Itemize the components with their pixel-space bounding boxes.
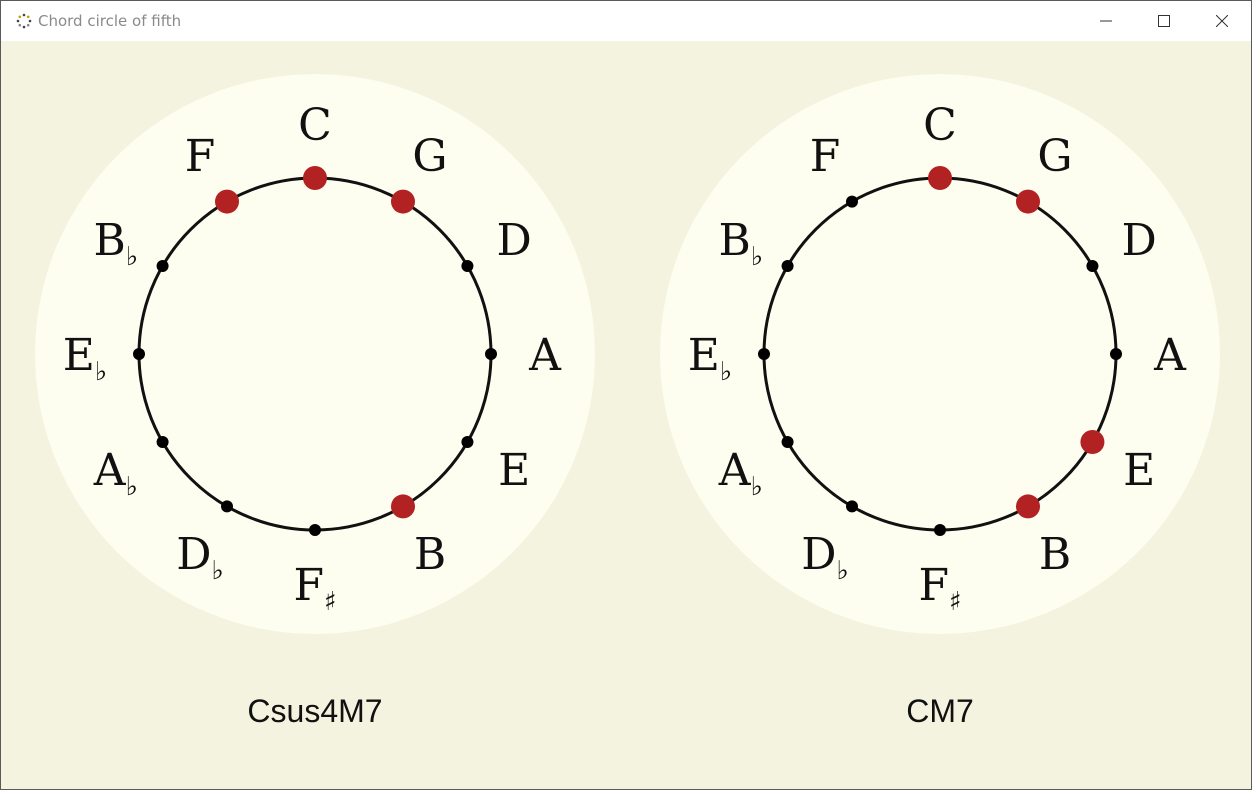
- note-label-d-flat: D♭: [176, 529, 224, 586]
- note-label-d-flat: D♭: [801, 529, 849, 586]
- note-dot-f-active: [215, 189, 239, 214]
- note-label-f-sharp: F♯: [918, 560, 961, 617]
- note-dot-d: [1086, 260, 1099, 272]
- note-dot-b-flat: [156, 260, 169, 272]
- note-label-b-flat: B♭: [719, 215, 764, 272]
- note-label-d: D: [497, 215, 532, 266]
- note-label-f: F: [810, 131, 841, 182]
- note-label-c: C: [298, 100, 332, 151]
- note-label-g: G: [1037, 131, 1072, 182]
- note-label-g: G: [412, 131, 447, 182]
- note-label-a: A: [1153, 330, 1187, 381]
- note-label-b: B: [414, 529, 446, 580]
- app-dots-icon: [16, 13, 32, 29]
- circle-background-disc: [35, 74, 595, 634]
- chord-name-right: CM7: [906, 693, 974, 729]
- note-label-e-flat: E♭: [63, 330, 107, 387]
- note-dot-e-flat: [758, 348, 770, 360]
- close-icon: [1216, 15, 1228, 27]
- note-dot-d-flat: [846, 500, 858, 513]
- note-dot-g-active: [1016, 189, 1040, 214]
- note-dot-a-flat: [156, 436, 169, 448]
- note-dot-c-active: [928, 166, 952, 190]
- window-title: Chord circle of fifth: [38, 12, 182, 30]
- note-dot-e-active: [1080, 430, 1105, 454]
- maximize-button[interactable]: [1135, 1, 1193, 41]
- note-label-e: E: [498, 445, 530, 496]
- note-dot-a: [485, 348, 497, 360]
- note-label-a-flat: A♭: [93, 445, 138, 502]
- note-label-b-flat: B♭: [94, 215, 139, 272]
- note-dot-f-sharp: [934, 524, 946, 536]
- note-dot-c-active: [303, 166, 327, 190]
- circle-background-disc: [660, 74, 1220, 634]
- note-dot-d-flat: [221, 500, 233, 513]
- maximize-icon: [1158, 15, 1170, 27]
- note-dot-b-active: [1016, 494, 1040, 519]
- note-dot-a-flat: [781, 436, 794, 448]
- note-label-f-sharp: F♯: [293, 560, 336, 617]
- note-label-a: A: [528, 330, 562, 381]
- note-dot-e-flat: [133, 348, 145, 360]
- note-label-d: D: [1122, 215, 1157, 266]
- chord-name-left: Csus4M7: [247, 693, 383, 729]
- circle-diagram-left: C GD A E B F♯ D♭ A♭ E♭ B♭ F: [35, 74, 595, 634]
- note-dot-f: [846, 195, 858, 208]
- title-bar[interactable]: Chord circle of fifth: [1, 1, 1251, 41]
- note-dot-b-active: [391, 494, 415, 519]
- note-label-a-flat: A♭: [718, 445, 763, 502]
- note-label-b: B: [1039, 529, 1071, 580]
- note-dot-b-flat: [781, 260, 794, 272]
- close-button[interactable]: [1193, 1, 1251, 41]
- circle-diagram-right: C GD A E B F♯ D♭ A♭ E♭ B♭ F: [660, 74, 1220, 634]
- note-dot-g-active: [391, 189, 415, 214]
- note-dot-a: [1110, 348, 1122, 360]
- note-dot-f-sharp: [309, 524, 321, 536]
- minimize-icon: [1100, 15, 1112, 27]
- note-label-e-flat: E♭: [688, 330, 732, 387]
- note-label-e: E: [1123, 445, 1155, 496]
- note-dot-d: [461, 260, 474, 272]
- note-label-c: C: [923, 100, 957, 151]
- note-label-f: F: [185, 131, 216, 182]
- minimize-button[interactable]: [1077, 1, 1135, 41]
- note-dot-e: [461, 436, 474, 448]
